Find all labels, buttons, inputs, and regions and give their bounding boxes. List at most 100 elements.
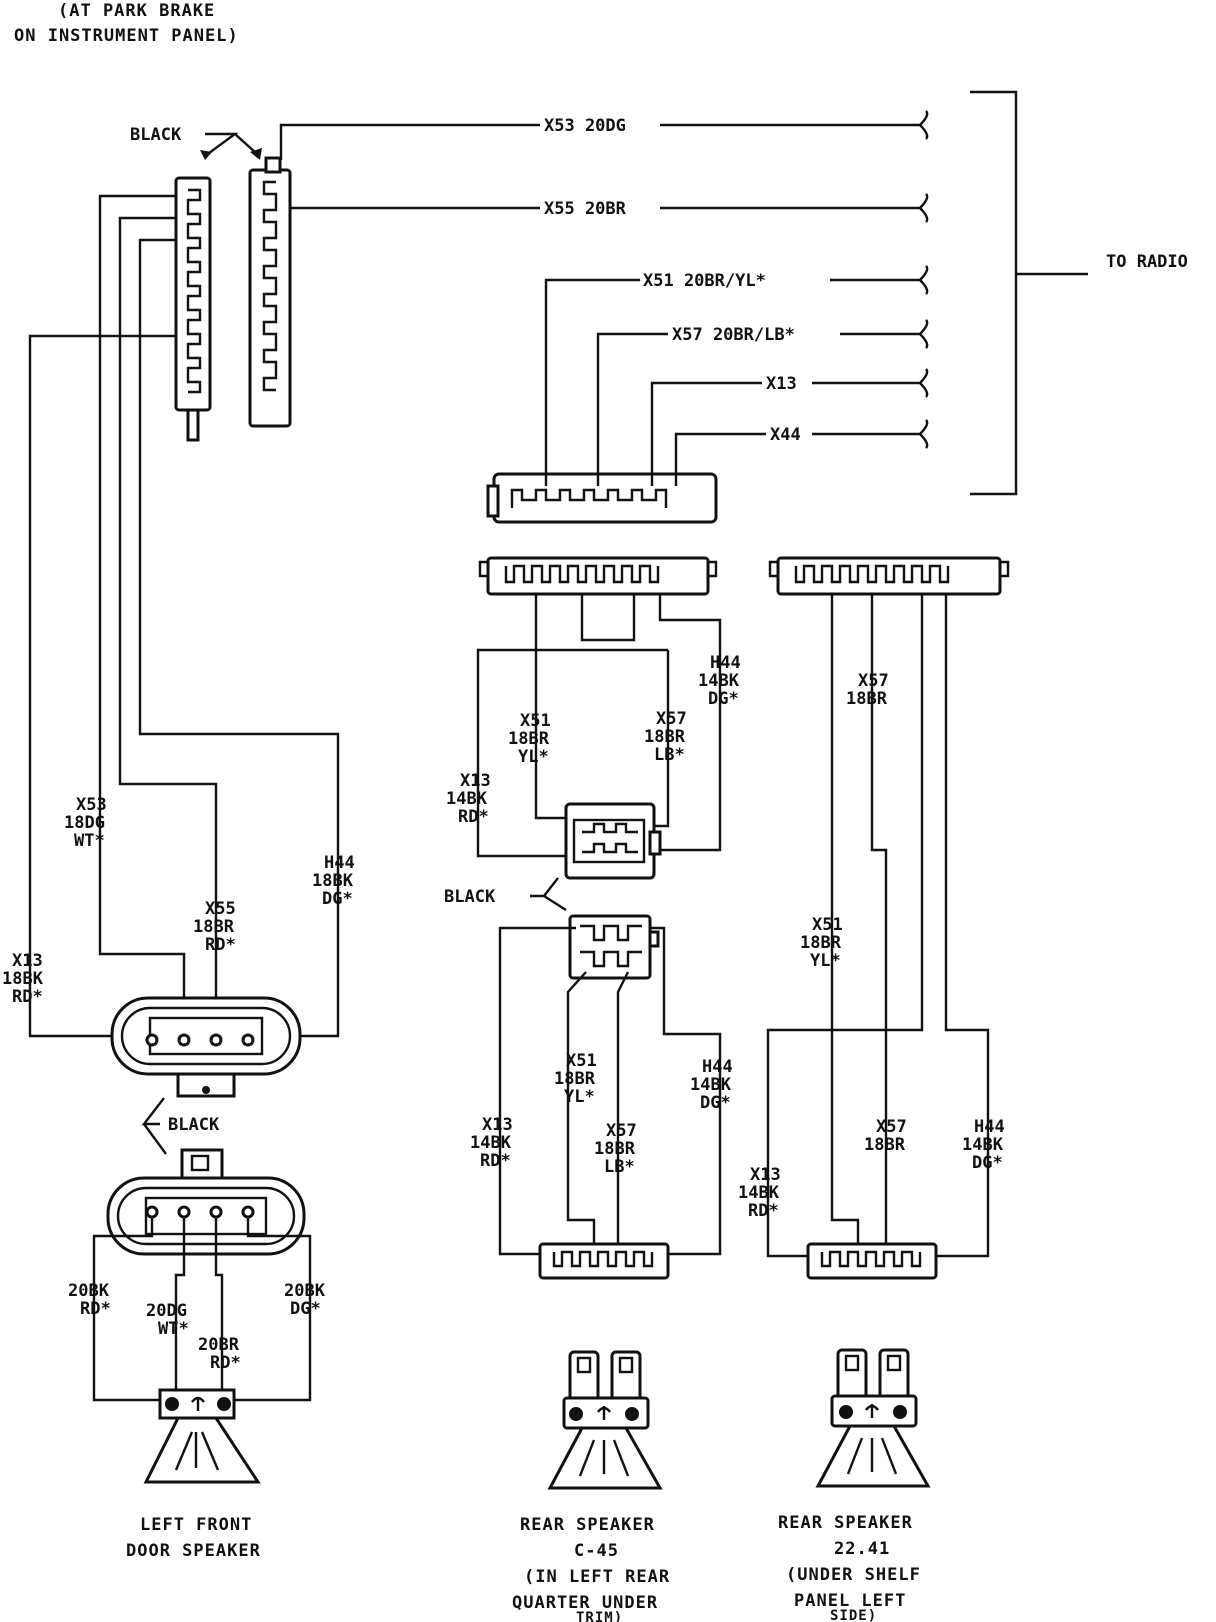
mid-up-x57-l1: X57	[656, 709, 687, 729]
right-x51-l1: X51	[812, 915, 843, 935]
black-label-left: BLACK	[168, 1115, 220, 1135]
wire-x53-left	[98, 194, 186, 1000]
mid-dn-x13-l1: X13	[482, 1115, 513, 1135]
left-x13-l1: X13	[12, 951, 43, 971]
top-note-line-1: (AT PARK BRAKE	[58, 1, 215, 21]
mid-up-h44-l2: 14BK	[698, 671, 740, 691]
spk-wire-bk-rd	[92, 1216, 166, 1402]
right-h44-l3: DG*	[972, 1153, 1003, 1173]
mid-dn-x13-l3: RD*	[480, 1151, 511, 1171]
mid-dn-x13-l2: 14BK	[470, 1133, 512, 1153]
mid-bottom-connector	[538, 1242, 670, 1280]
caption-2241-l4: PANEL LEFT	[794, 1591, 906, 1611]
right-x13-l2: 14BK	[738, 1183, 780, 1203]
right-mating-connector	[768, 556, 1010, 596]
caption-c45-l5: TRIM)	[576, 1610, 623, 1622]
left-x13-l3: RD*	[12, 987, 43, 1007]
caption-2241-l1: REAR SPEAKER	[778, 1513, 913, 1533]
mid-wire-loop	[580, 594, 636, 642]
right-bottom-connector	[806, 1242, 938, 1280]
mid-dn-x51-l3: YL*	[564, 1087, 595, 1107]
arrowhead	[200, 150, 212, 160]
wire-h44-left	[138, 238, 340, 1038]
mid-wire-x51-up	[534, 594, 574, 820]
spk-wire-bk-dg	[234, 1216, 312, 1402]
spk-wire-dg-wt	[174, 1216, 186, 1400]
wire-x13-left	[28, 334, 176, 1038]
left-x55-l3: RD*	[205, 935, 236, 955]
mid-wire-x13-up	[476, 648, 668, 858]
right-x57-top-l1: X57	[858, 671, 889, 691]
mid-junction-connector-lower	[568, 914, 660, 980]
mid-up-x57-l3: LB*	[654, 745, 685, 765]
black-pointer-mid	[530, 877, 567, 912]
wire-x55-left	[118, 216, 218, 1000]
mid-wire-h44-down	[650, 926, 722, 1256]
caption-2241-l5: SIDE)	[830, 1608, 877, 1622]
mid-dn-x57-l1: X57	[606, 1121, 637, 1141]
spk-br-rd-l1: 20BR	[198, 1335, 240, 1355]
mid-wire-h44-up	[646, 594, 722, 852]
caption-c45-l3: (IN LEFT REAR	[524, 1567, 670, 1587]
instrument-panel-connector-right	[248, 156, 292, 428]
to-radio-label: TO RADIO	[1106, 252, 1188, 272]
black-pointer-top	[204, 132, 258, 157]
right-x51-l2: 18BR	[800, 933, 842, 953]
rear-speaker-2241-icon	[815, 1348, 931, 1488]
mid-up-x57-l2: 18BR	[644, 727, 686, 747]
left-front-connector-upper	[110, 996, 302, 1098]
left-x53-l3: WT*	[74, 831, 105, 851]
radio-wire-x53-label: X53 20DG	[544, 116, 626, 136]
spk-bk-dg-l1: 20BK	[284, 1281, 326, 1301]
mid-up-x51-l2: 18BR	[508, 729, 550, 749]
rear-speaker-c45-icon	[547, 1350, 663, 1490]
right-x51-l3: YL*	[810, 951, 841, 971]
radio-wire-x55-label: X55 20BR	[544, 199, 627, 219]
mid-up-x51-l3: YL*	[518, 747, 549, 767]
top-note-line-2: ON INSTRUMENT PANEL)	[14, 26, 239, 46]
mid-dn-h44-l3: DG*	[700, 1093, 731, 1113]
right-x57-top-l2: 18BR	[846, 689, 888, 709]
mid-up-x13-l3: RD*	[458, 807, 489, 827]
radio-wire-x55	[290, 193, 929, 223]
left-front-speaker-icon	[143, 1388, 261, 1484]
spk-bk-dg-l2: DG*	[290, 1299, 321, 1319]
spk-bk-rd-l2: RD*	[80, 1299, 111, 1319]
right-wire-x51	[830, 594, 860, 1250]
mid-up-x13-l1: X13	[460, 771, 491, 791]
spk-wire-br-rd	[214, 1216, 224, 1400]
left-x13-l2: 18BK	[2, 969, 44, 989]
mid-up-h44-l1: H44	[710, 653, 741, 673]
mid-wire-x51-down	[566, 971, 596, 1250]
radio-wire-x57-label: X57 20BR/LB*	[672, 325, 795, 345]
radio-wire-x53	[279, 110, 929, 160]
caption-c45-l1: REAR SPEAKER	[520, 1515, 655, 1535]
mid-up-x13-l2: 14BK	[446, 789, 488, 809]
mid-up-x51-l1: X51	[520, 711, 551, 731]
caption-c45-l2: C-45	[574, 1541, 619, 1561]
caption-left-front-l1: LEFT FRONT	[140, 1515, 252, 1535]
radio-wire-x44-label: X44	[770, 425, 801, 445]
left-x53-l1: X53	[76, 795, 107, 815]
left-x53-l2: 18DG	[64, 813, 105, 833]
caption-left-front-l2: DOOR SPEAKER	[126, 1541, 261, 1561]
arrowhead	[250, 148, 262, 160]
right-x13-l1: X13	[750, 1165, 781, 1185]
caption-2241-l2: 22.41	[834, 1539, 890, 1559]
radio-wire-x13	[650, 368, 929, 486]
mid-dn-x57-l2: 18BR	[594, 1139, 636, 1159]
radio-wire-x51-label: X51 20BR/YL*	[643, 271, 766, 291]
radio-connector	[486, 472, 718, 524]
black-pointer-left	[141, 1097, 167, 1155]
black-label-top: BLACK	[130, 125, 182, 145]
mid-up-h44-l3: DG*	[708, 689, 739, 709]
left-front-connector-lower	[106, 1148, 306, 1256]
caption-c45-l4: QUARTER UNDER	[512, 1593, 658, 1613]
right-h44-l2: 14BK	[962, 1135, 1004, 1155]
right-x57-bot-l1: X57	[876, 1117, 907, 1137]
left-h44-l1: H44	[324, 853, 355, 873]
spk-dg-wt-l1: 20DG	[146, 1301, 187, 1321]
right-h44-l1: H44	[974, 1117, 1005, 1137]
mid-dn-x57-l3: LB*	[604, 1157, 635, 1177]
